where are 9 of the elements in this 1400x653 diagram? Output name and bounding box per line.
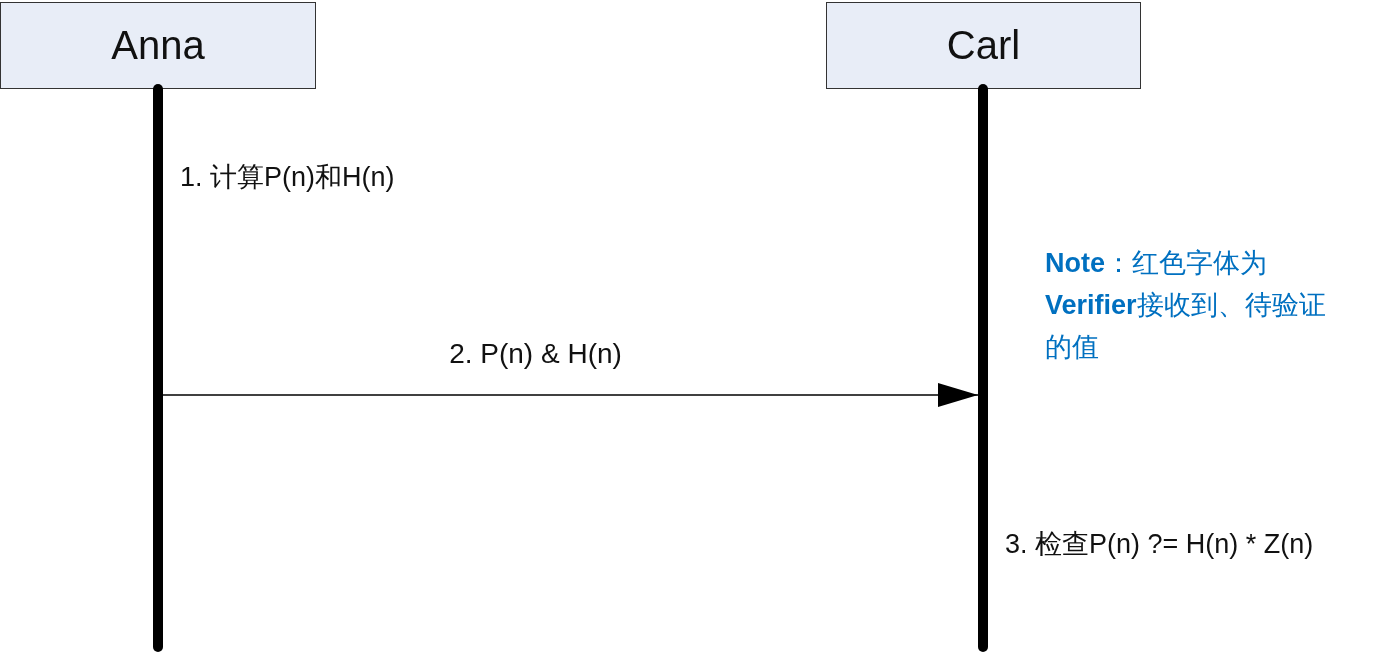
lifeline <box>153 84 163 652</box>
step-text: 3. 检查P(n) ?= H(n) * Z(n) <box>1005 528 1314 561</box>
edge-label: 2. P(n) & H(n) <box>449 338 622 370</box>
actor-box: Anna <box>0 2 316 89</box>
step-text: 1. 计算P(n)和H(n) <box>180 161 395 194</box>
lifeline <box>978 84 988 652</box>
message-arrow <box>162 383 979 407</box>
note-text: Note：红色字体为Verifier接收到、待验证的值 <box>1045 247 1327 364</box>
actor-box: Carl <box>826 2 1141 89</box>
